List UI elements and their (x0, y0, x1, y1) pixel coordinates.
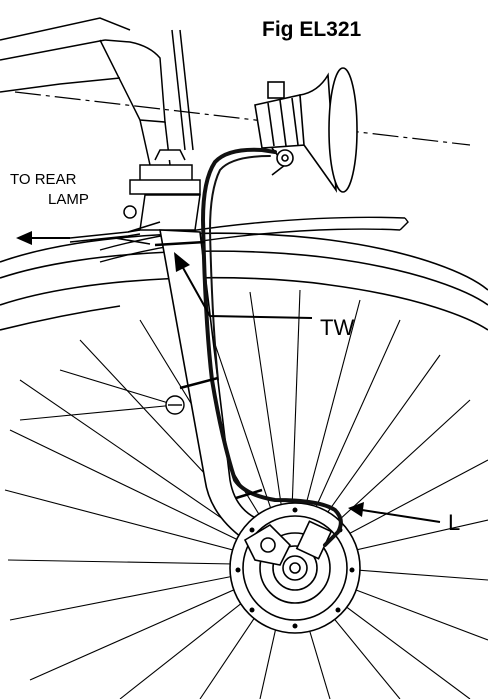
front-hub (229, 502, 361, 634)
lead-leader-line (348, 502, 441, 523)
rear-lamp-cable (69, 221, 161, 245)
figure-title: Fig EL321 (262, 18, 362, 41)
bicycle-frame (0, 17, 194, 166)
centre-axis-line (14, 91, 471, 146)
lead-label: L (448, 510, 461, 535)
tie-wrap-label: TW (320, 315, 355, 340)
wheel-rim (0, 232, 488, 331)
fork-bolt (165, 395, 185, 415)
to-rear-lamp-arrow (16, 231, 70, 245)
hub-spoke-holes (235, 507, 355, 629)
tie-wraps (154, 240, 263, 500)
rear-lamp-label-line1: TO REAR (10, 171, 77, 188)
headlamp (254, 67, 358, 193)
tie-wrap-leader-line (174, 252, 313, 319)
lamp-wiring-harness (200, 147, 343, 547)
fork-crown-clamp (123, 149, 201, 231)
rear-lamp-label-line2: LAMP (48, 191, 89, 208)
mudguard (99, 216, 409, 263)
